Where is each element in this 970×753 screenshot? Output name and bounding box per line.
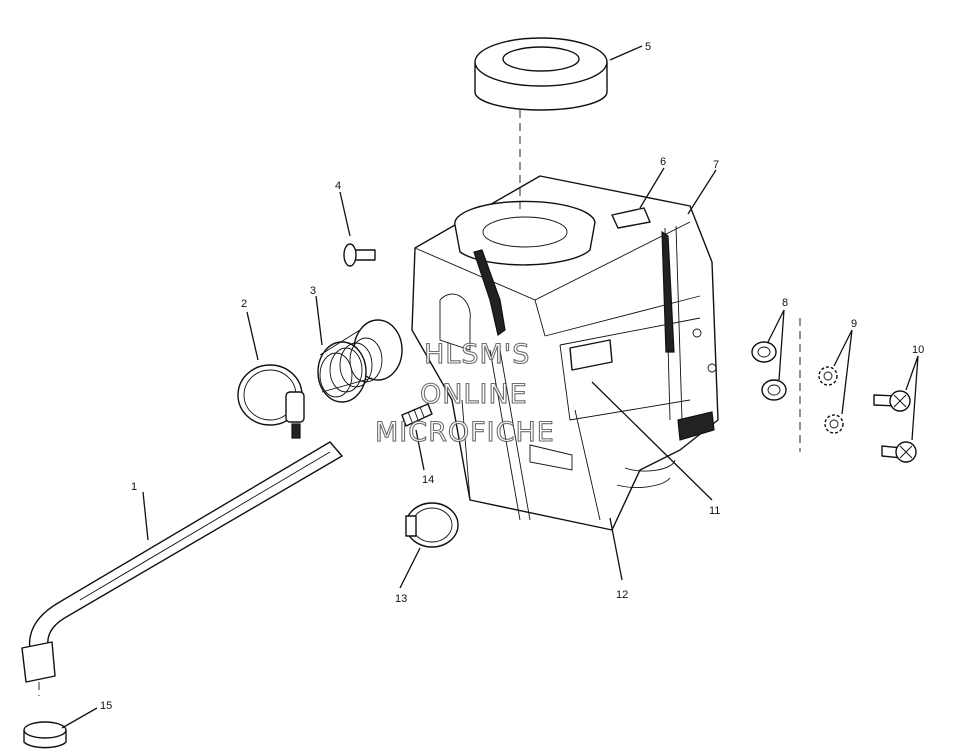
drain-tube [21,441,343,683]
callout-6: 6 [660,156,666,168]
callout-7: 7 [713,159,719,171]
callout-3: 3 [310,285,316,297]
callout-2: 2 [241,298,247,310]
leader-lines [61,45,919,729]
watermark-line-1: HLSM'S [424,339,530,370]
small-clamp [405,502,459,548]
intake-boot [317,319,403,403]
callout-11: 11 [709,505,720,517]
grommet-upper [751,341,777,363]
watermark-line-2: ONLINE [420,379,528,410]
watermark: HLSM'S ONLINE MICROFICHE [374,338,555,448]
callout-9: 9 [851,318,857,330]
callout-5: 5 [645,41,651,53]
screw-lower [881,441,917,463]
air-box-housing [411,175,719,531]
watermark-line-3: MICROFICHE [375,417,555,448]
foam-filter-ring [474,37,608,111]
callout-12: 12 [616,589,628,601]
hose-clip [23,721,67,749]
star-washer-upper [818,366,838,386]
callout-15: 15 [100,700,112,712]
screw-upper [873,390,911,412]
callout-14: 14 [422,474,434,486]
assembly-lines [38,110,801,696]
breather-fitting [401,403,433,427]
grommet-lower [761,379,787,401]
bolt [343,243,376,267]
label-decal-side [569,339,613,371]
callout-8: 8 [782,297,788,309]
callout-10: 10 [912,344,924,356]
label-decal-top [611,207,651,229]
hose-clamp [237,364,305,439]
callout-4: 4 [335,180,341,192]
callout-1: 1 [131,481,137,493]
star-washer-lower [824,414,844,434]
callout-13: 13 [395,593,407,605]
